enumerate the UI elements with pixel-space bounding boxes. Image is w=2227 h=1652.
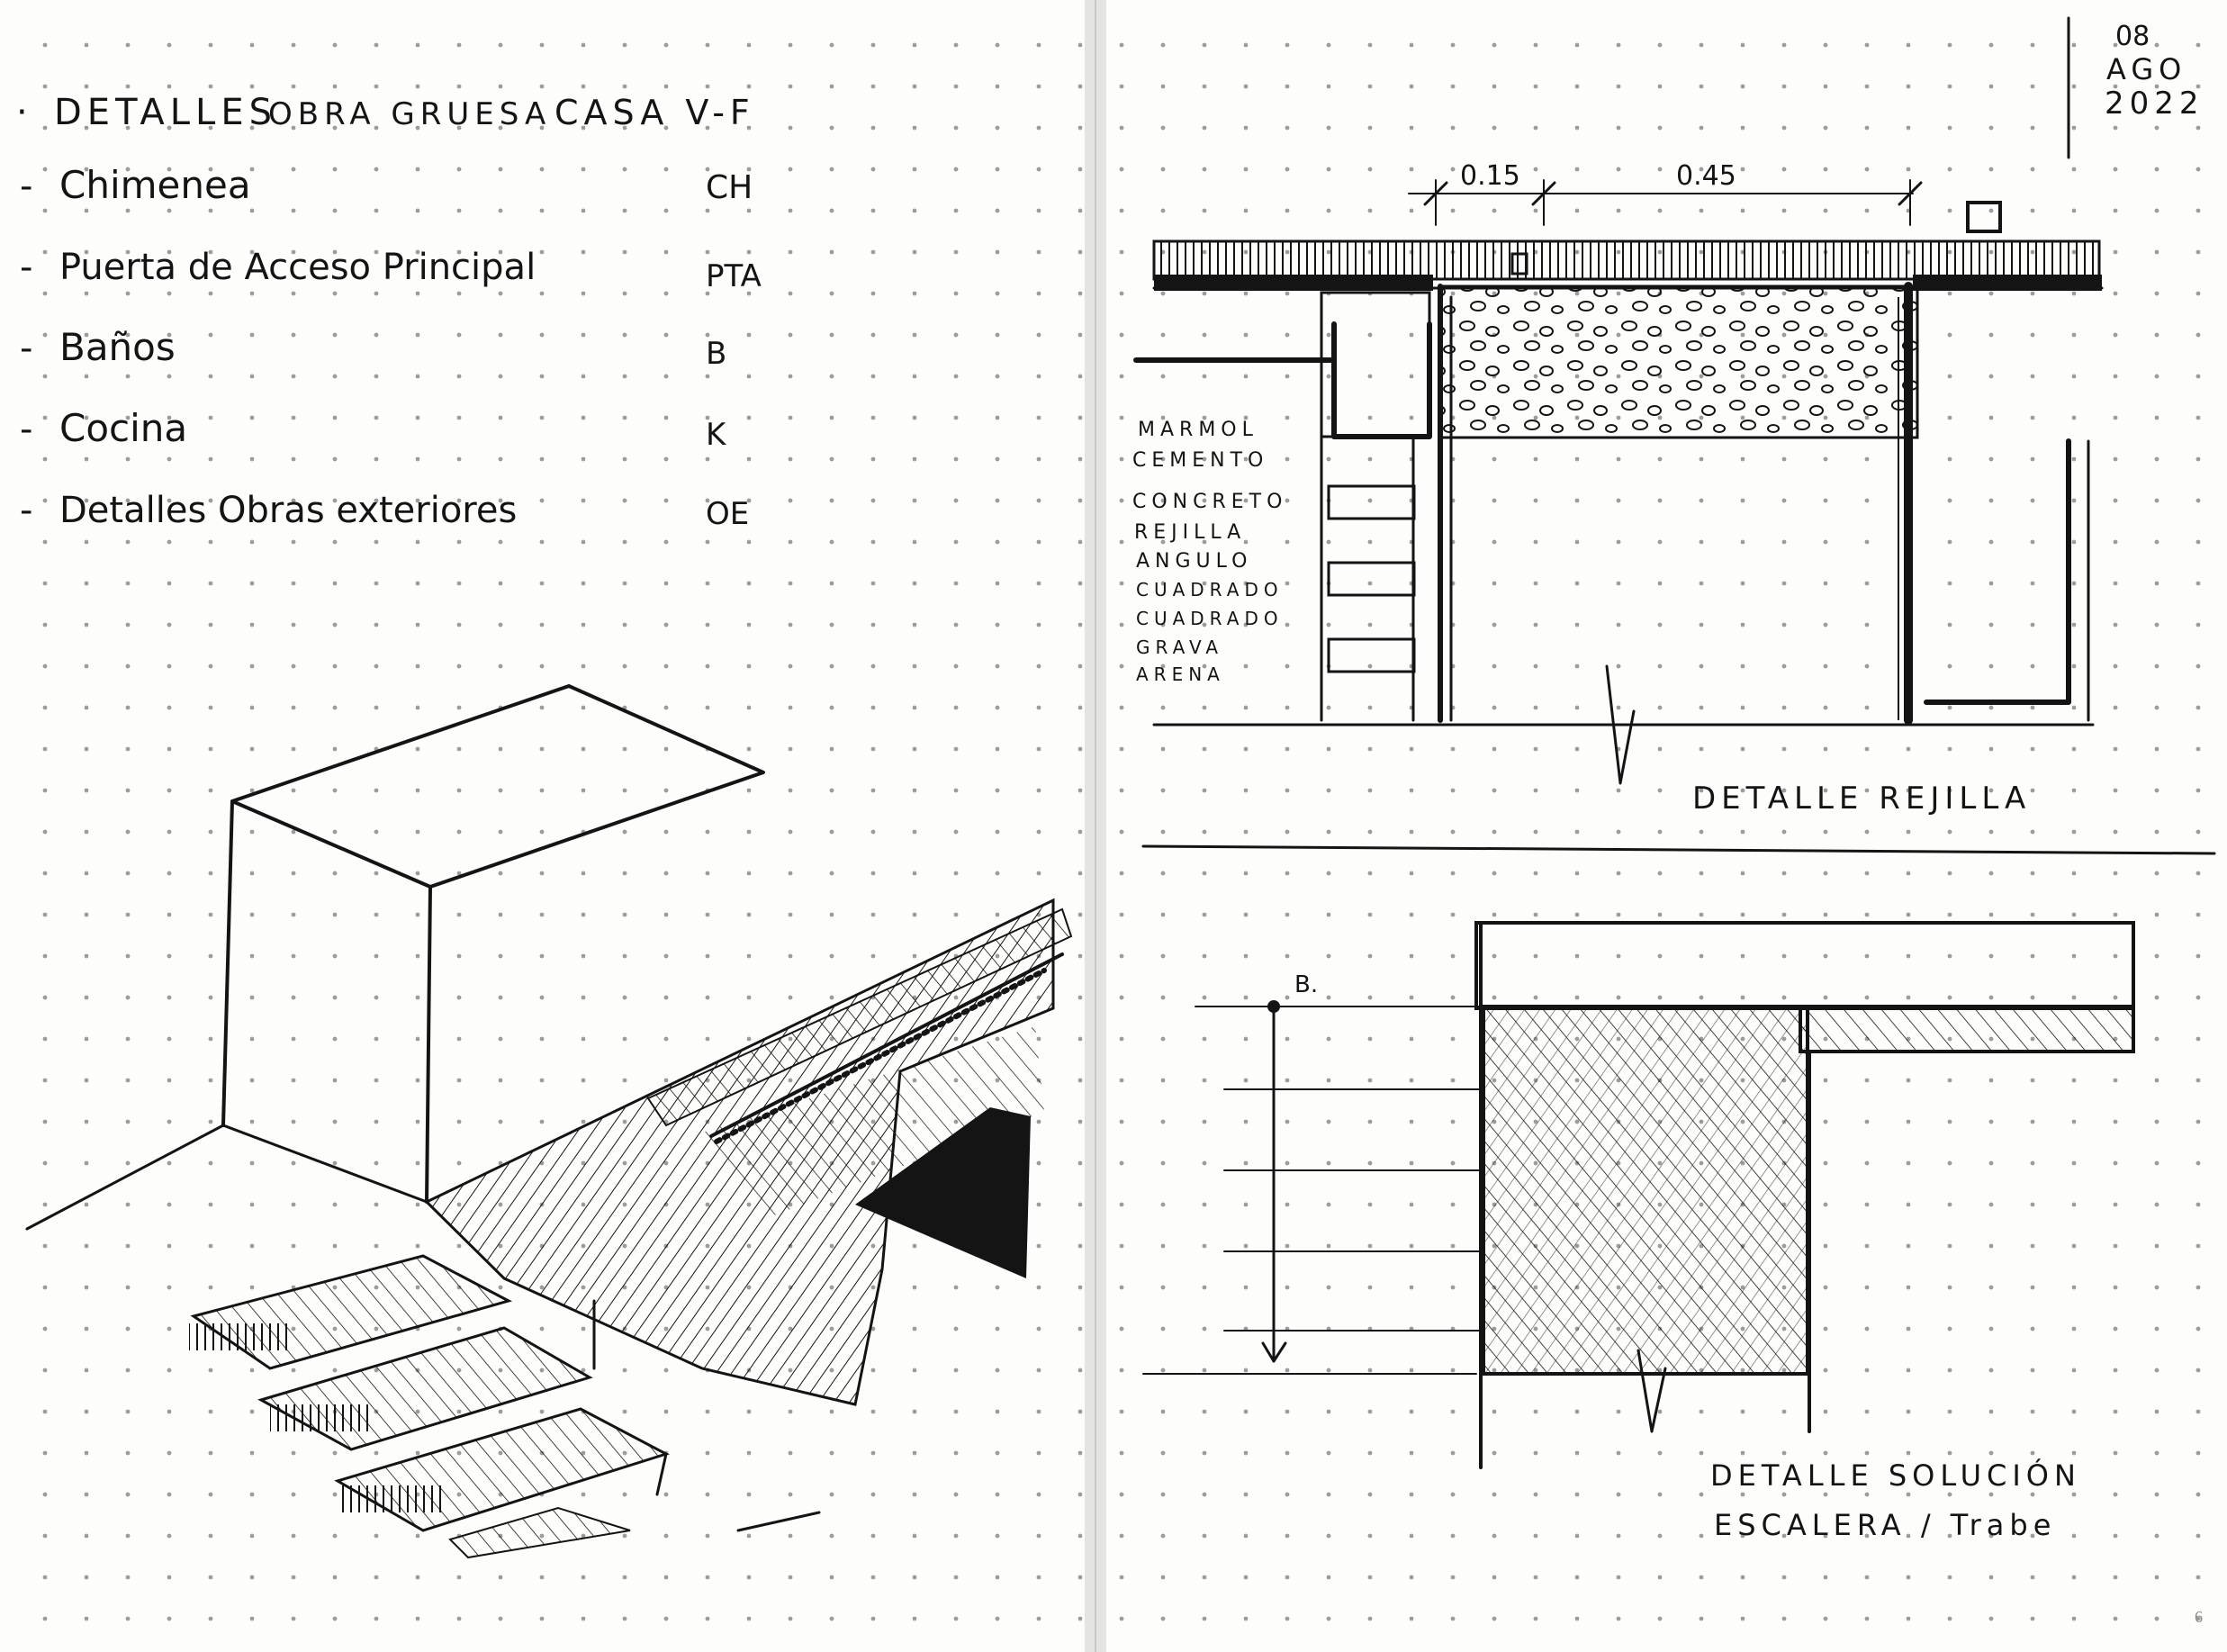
legend-item: REJILLA bbox=[1134, 521, 1246, 544]
level-marker bbox=[1267, 1000, 1280, 1013]
legend-item: ARENA bbox=[1136, 664, 1225, 685]
caption-escalera-line1: DETALLE SOLUCIÓN bbox=[1710, 1458, 2081, 1493]
list-item-code: PTA bbox=[706, 258, 762, 294]
date-day: 08 bbox=[2115, 21, 2150, 52]
date-month: AGO bbox=[2106, 52, 2186, 86]
caption-escalera-line2: ESCALERA / Trabe bbox=[1714, 1508, 2056, 1542]
dimension-line: 0.15 0.45 bbox=[1408, 160, 1923, 226]
svg-text:-: - bbox=[20, 166, 32, 207]
list-item-code: CH bbox=[706, 169, 753, 206]
svg-text:·: · bbox=[16, 92, 28, 133]
item-list: - Chimenea CH - Puerta de Acceso Princip… bbox=[20, 163, 762, 532]
floor-hatched bbox=[1799, 1005, 2135, 1053]
stair-tread bbox=[448, 1506, 631, 1559]
list-item-code: B bbox=[706, 336, 726, 372]
svg-text:-: - bbox=[20, 247, 32, 288]
list-item-text: Baños bbox=[59, 325, 176, 369]
dimension-label: 0.15 bbox=[1460, 160, 1520, 192]
title-line: · DETALLES OBRA GRUESA CASA V-F bbox=[16, 92, 755, 133]
isometric-stair-sketch bbox=[25, 684, 1073, 1559]
page-number: 6 bbox=[2195, 1608, 2203, 1626]
material-legend: MARMOL CEMENTO CONCRETO REJILLA ANGULO C… bbox=[1132, 419, 1287, 685]
list-item: - Cocina K bbox=[20, 406, 727, 453]
list-item: - Chimenea CH bbox=[20, 163, 753, 207]
date-year: 2022 bbox=[2105, 86, 2204, 122]
escalera-trabe-section: B. bbox=[1142, 921, 2135, 1469]
brick bbox=[1327, 484, 1416, 520]
svg-text:-: - bbox=[20, 328, 32, 369]
list-item-text: Detalles Obras exteriores bbox=[59, 490, 517, 531]
section-divider bbox=[1141, 844, 2216, 855]
list-item-code: OE bbox=[706, 496, 749, 532]
caption-rejilla: DETALLE REJILLA bbox=[1692, 781, 2031, 817]
brick bbox=[1327, 561, 1416, 597]
legend-item: CONCRETO bbox=[1132, 491, 1287, 513]
list-item-text: Chimenea bbox=[59, 163, 251, 207]
list-item-code: K bbox=[706, 417, 727, 453]
rejilla-section bbox=[1133, 201, 2104, 785]
list-item-text: Cocina bbox=[59, 406, 187, 450]
legend-item: CUADRADO bbox=[1136, 579, 1284, 600]
legend-item: MARMOL bbox=[1138, 419, 1258, 441]
list-item: - Detalles Obras exteriores OE bbox=[20, 490, 749, 532]
title-project: CASA V-F bbox=[554, 93, 755, 132]
legend-item: GRAVA bbox=[1136, 636, 1223, 658]
section-marker: B. bbox=[1294, 971, 1318, 998]
date-stamp: 08 AGO 2022 bbox=[2067, 16, 2204, 159]
svg-text:-: - bbox=[20, 409, 32, 450]
list-item-text: Puerta de Acceso Principal bbox=[59, 247, 536, 288]
brick bbox=[1327, 637, 1416, 673]
title-sub: OBRA GRUESA bbox=[268, 96, 551, 132]
legend-item: ANGULO bbox=[1136, 550, 1252, 573]
title-label: DETALLES bbox=[54, 92, 277, 133]
legend-item: CUADRADO bbox=[1136, 608, 1284, 629]
list-item: - Baños B bbox=[20, 325, 726, 372]
svg-text:-: - bbox=[20, 490, 32, 531]
shadow-void bbox=[855, 1107, 1031, 1278]
dimension-label: 0.45 bbox=[1676, 160, 1736, 192]
legend-item: CEMENTO bbox=[1132, 449, 1268, 472]
grate-channel bbox=[1438, 284, 1919, 439]
floor-slab bbox=[1152, 239, 2101, 281]
list-item: - Puerta de Acceso Principal PTA bbox=[20, 247, 762, 294]
